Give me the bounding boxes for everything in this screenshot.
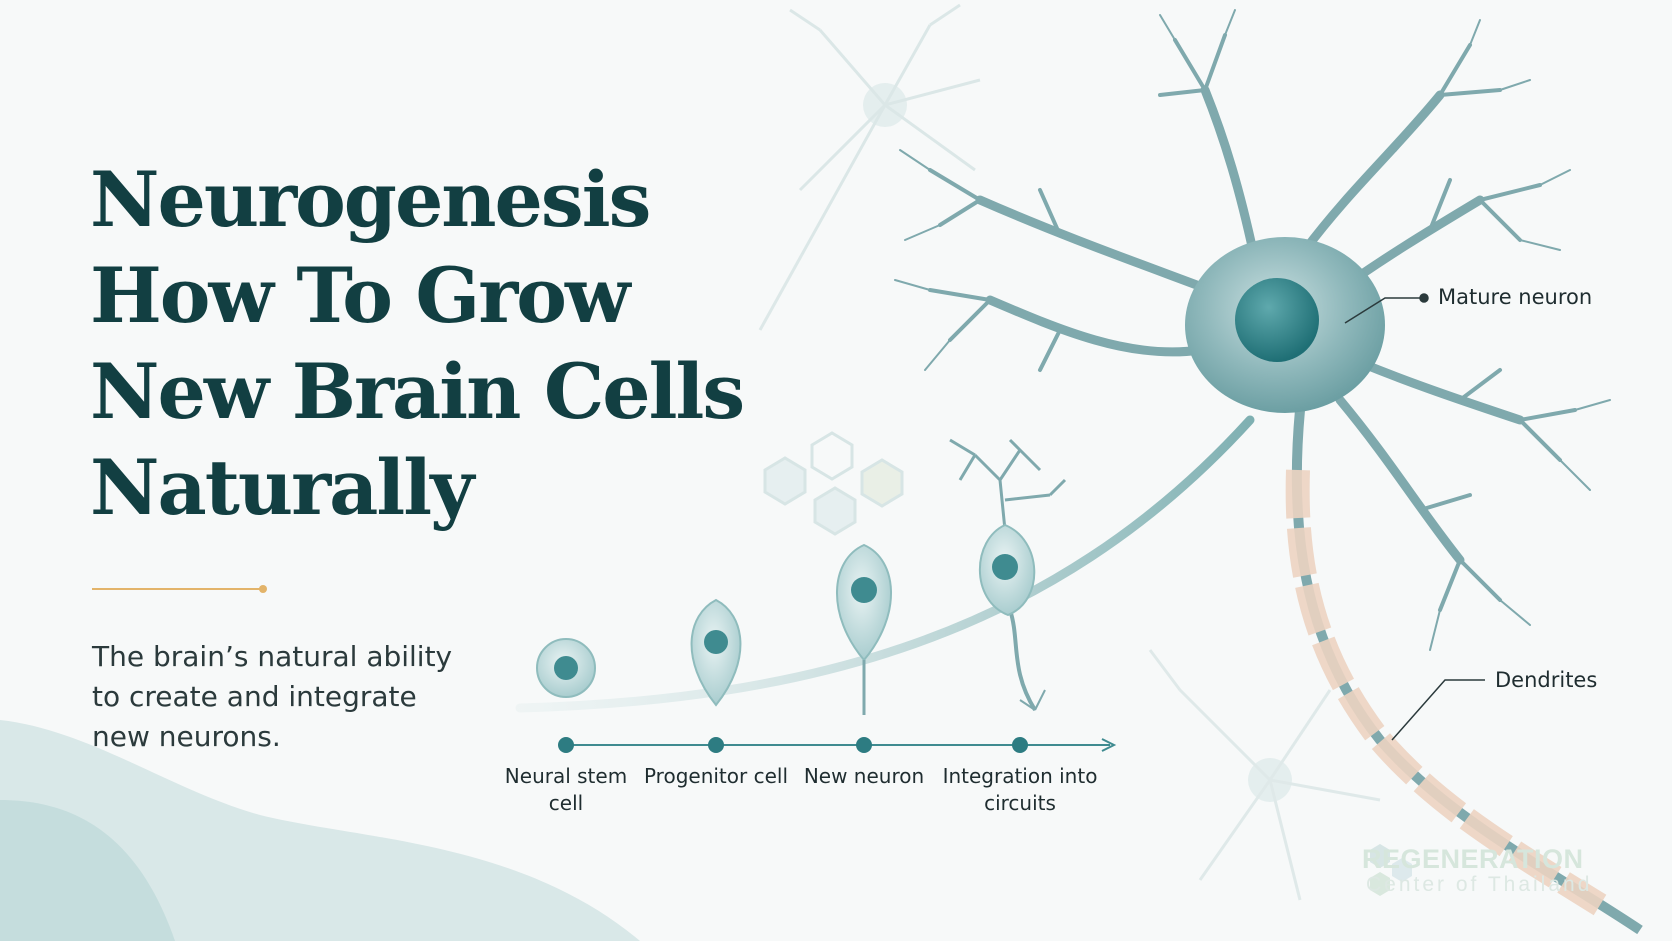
title-line-4: Naturally: [90, 443, 474, 532]
stage-label-integration: Integration into circuits: [942, 764, 1098, 815]
stage-cell-integrated-body: [978, 523, 1036, 617]
stage-cell-progenitor: [690, 598, 742, 707]
background-wave: [0, 720, 640, 941]
stage-cell-new-neuron: [836, 543, 892, 715]
hexagon-cluster: [763, 431, 904, 536]
background-wave-inner: [0, 800, 175, 941]
timeline-dot-new-neuron: [856, 737, 872, 753]
title-line-1: Neurogenesis: [90, 155, 651, 244]
stage-label-progenitor: Progenitor cell: [643, 764, 789, 788]
callout-dendrites: Dendrites: [1495, 668, 1598, 692]
page-title: Neurogenesis How To Grow New Brain Cells…: [90, 152, 790, 536]
title-line-2: How To Grow: [90, 251, 630, 340]
mature-neuron-nucleus: [1235, 278, 1319, 362]
stage-cell-integrated: [949, 438, 1067, 712]
development-curve: [515, 415, 1255, 713]
logo-wordmark: REGENERATION: [1362, 844, 1584, 874]
timeline-dot-stem: [558, 737, 574, 753]
stage-label-new-neuron: New neuron: [803, 764, 925, 788]
timeline-dot-progenitor: [708, 737, 724, 753]
timeline-axis: [558, 737, 1117, 753]
stage-cell-stem: [536, 638, 596, 698]
callout-mature-neuron: Mature neuron: [1438, 285, 1593, 309]
title-line-3: New Brain Cells: [90, 347, 745, 436]
callout-leader-dendrites: [1391, 679, 1485, 741]
subtitle: The brain’s natural ability to create an…: [92, 640, 453, 753]
stage-label-stem: Neural stem cell: [504, 764, 628, 815]
title-divider: [92, 588, 262, 590]
title-divider-dot: [259, 585, 267, 593]
logo-mark: [1370, 844, 1412, 896]
timeline-dot-integration: [1012, 737, 1028, 753]
logo: REGENERATION Center of Thailand: [1362, 845, 1592, 897]
faint-neuron-top: [758, 3, 981, 331]
logo-tagline: Center of Thailand: [1366, 873, 1593, 896]
faint-neuron-bottom: [1148, 649, 1381, 901]
callout-leader-mature: [1344, 293, 1429, 324]
myelin-sheath: [1285, 469, 1607, 916]
